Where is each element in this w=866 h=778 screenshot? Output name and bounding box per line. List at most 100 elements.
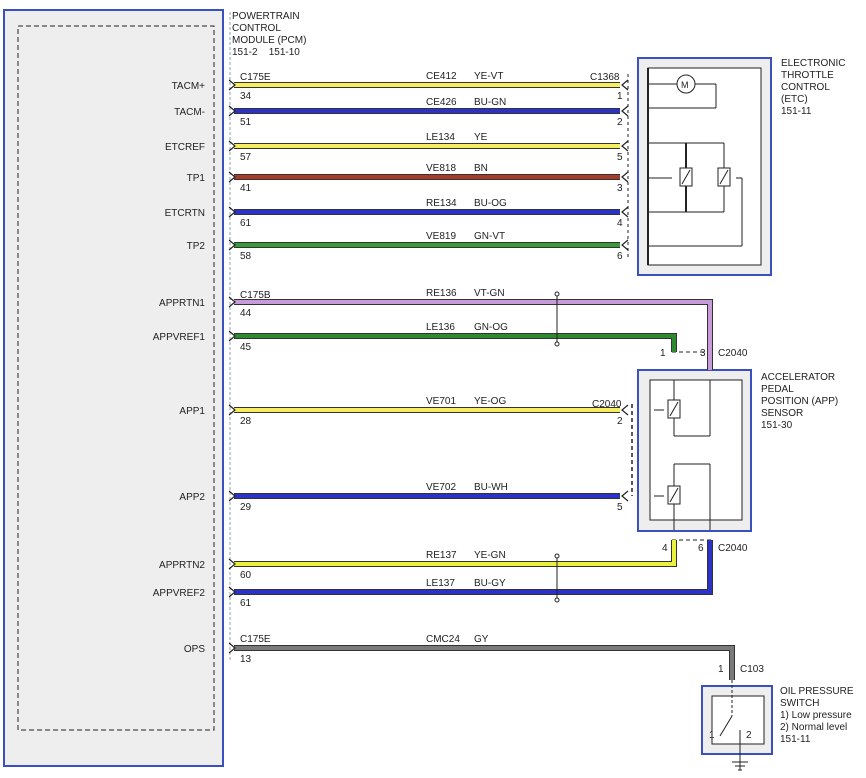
- ops-title-line-3: 1) Low pressure: [780, 710, 852, 721]
- pcm-pin-number: 60: [240, 570, 252, 581]
- signal-label: TACM-: [174, 107, 205, 118]
- ops-ref: 151-11: [780, 734, 811, 745]
- pcm-pin-number: 61: [240, 218, 252, 229]
- etc-title-line-2: THROTTLE: [781, 70, 834, 81]
- pcm-title-line-1: POWERTRAIN: [232, 11, 300, 22]
- circuit-id: RE136: [426, 288, 457, 299]
- etc-pin-arrow: [621, 105, 629, 117]
- far-pin-number: 2: [617, 117, 623, 128]
- wire-apprtn1: [234, 300, 712, 370]
- far-pin-number: 5: [617, 502, 623, 513]
- far-pin-number: 4: [617, 218, 623, 229]
- twisted-pair-end: [554, 291, 560, 297]
- circuit-id: CE412: [426, 71, 457, 82]
- etc-ref: 151-11: [781, 106, 812, 117]
- ops-title: OIL PRESSURE SWITCH 1) Low pressure 2) N…: [780, 686, 854, 745]
- circuit-id: VE818: [426, 163, 456, 174]
- twisted-pair-end: [554, 597, 560, 603]
- signal-label: APP2: [179, 492, 205, 503]
- app-connector-mid: C2040: [592, 399, 622, 410]
- far-pin-number: 1: [660, 348, 666, 359]
- ops-title-line-1: OIL PRESSURE: [780, 686, 854, 697]
- circuit-id: VE702: [426, 482, 456, 493]
- wire-ops-outline: [234, 645, 735, 680]
- etc-title-line-1: ELECTRONIC: [781, 58, 845, 69]
- etc-pin-arrow: [621, 140, 629, 152]
- far-pin-number: 2: [617, 416, 623, 427]
- far-pin-number: 3: [700, 348, 706, 359]
- signal-label: ETCREF: [165, 142, 205, 153]
- pcm-pin-number: 29: [240, 502, 252, 513]
- signal-label: TACM+: [172, 81, 206, 92]
- pcm-pin-number: 58: [240, 251, 252, 262]
- pcm-pin-arrow: [228, 330, 236, 342]
- pcm-pin-number: 61: [240, 598, 252, 609]
- pcm-ref: 151-2 151-10: [232, 47, 300, 58]
- pcm-pin-number: 28: [240, 416, 252, 427]
- pcm-pin-number: 13: [240, 654, 252, 665]
- etc-connector-label: C1368: [590, 72, 620, 83]
- signal-label: ETCRTN: [165, 208, 205, 219]
- pcm-pin-number: 57: [240, 152, 252, 163]
- pcm-pin-arrow: [228, 140, 236, 152]
- wire-ops: [234, 646, 734, 680]
- pcm-pin-arrow: [228, 239, 236, 251]
- ops-switch: 1 2 1 C103: [701, 664, 773, 771]
- ops-title-line-4: 2) Normal level: [780, 722, 847, 733]
- app-title-line-2: PEDAL: [761, 384, 794, 395]
- pcm-connector-c175b: C175B: [240, 290, 271, 301]
- pcm-pin-arrow: [228, 558, 236, 570]
- wire-appvref1: [234, 334, 676, 352]
- pcm-pin-number: 34: [240, 91, 252, 102]
- pcm-title-line-3: MODULE (PCM): [232, 35, 306, 46]
- signal-label: TP1: [187, 173, 206, 184]
- circuit-id: VE701: [426, 396, 456, 407]
- pcm-pin-arrow: [228, 642, 236, 654]
- pcm-connector-c175e-top: C175E: [240, 72, 271, 83]
- pcm-title-line-2: CONTROL: [232, 23, 281, 34]
- etc-pin-arrow: [621, 239, 629, 251]
- pcm-pin-arrow: [228, 105, 236, 117]
- ops-pin-in: 1: [718, 664, 724, 675]
- wire-color-code: BU-WH: [474, 482, 508, 493]
- etc-pin-arrow: [621, 79, 629, 91]
- circuit-id: LE136: [426, 322, 455, 333]
- etc-title-line-3: CONTROL: [781, 82, 830, 93]
- ops-title-line-2: SWITCH: [780, 698, 819, 709]
- circuit-id: RE134: [426, 198, 457, 209]
- wire-color-code: BN: [474, 163, 488, 174]
- pcm-module: [3, 9, 231, 767]
- wire-apprtn2: [234, 540, 676, 566]
- etc-pin-arrow: [621, 206, 629, 218]
- pcm-pin-number: 41: [240, 183, 252, 194]
- pcm-pin-number: 51: [240, 117, 252, 128]
- signal-label: APPRTN2: [159, 560, 205, 571]
- wire-color-code: YE-VT: [474, 71, 503, 82]
- app-connector-bottom: C2040: [718, 543, 748, 554]
- twisted-pair-end: [554, 341, 560, 347]
- pcm-connector-c175e-bottom: C175E: [240, 634, 271, 645]
- etc-module: M: [627, 57, 772, 276]
- pcm-title: POWERTRAIN CONTROL MODULE (PCM) 151-2 15…: [232, 11, 306, 58]
- pcm-pin-arrow: [228, 79, 236, 91]
- circuit-id: LE134: [426, 132, 455, 143]
- circuit-id: RE137: [426, 550, 457, 561]
- far-pin-number: 6: [617, 251, 623, 262]
- wire-color-code: BU-GY: [474, 578, 506, 589]
- app-title-line-3: POSITION (APP): [761, 396, 838, 407]
- etc-title-line-4: (ETC): [781, 94, 808, 105]
- signal-label: TP2: [187, 241, 206, 252]
- circuit-id: LE137: [426, 578, 455, 589]
- signal-label: APPRTN1: [159, 298, 205, 309]
- app-pin-arrow: [621, 404, 629, 416]
- far-pin-number: 6: [698, 543, 704, 554]
- signal-label: APPVREF1: [153, 332, 206, 343]
- pcm-pin-arrow: [228, 171, 236, 183]
- etc-title: ELECTRONIC THROTTLE CONTROL (ETC) 151-11…: [590, 58, 845, 117]
- svg-text:M: M: [681, 80, 689, 90]
- wire-color-code: GY: [474, 634, 489, 645]
- ops-contact-left: 1: [709, 730, 715, 741]
- app-sensor-module: [631, 351, 752, 541]
